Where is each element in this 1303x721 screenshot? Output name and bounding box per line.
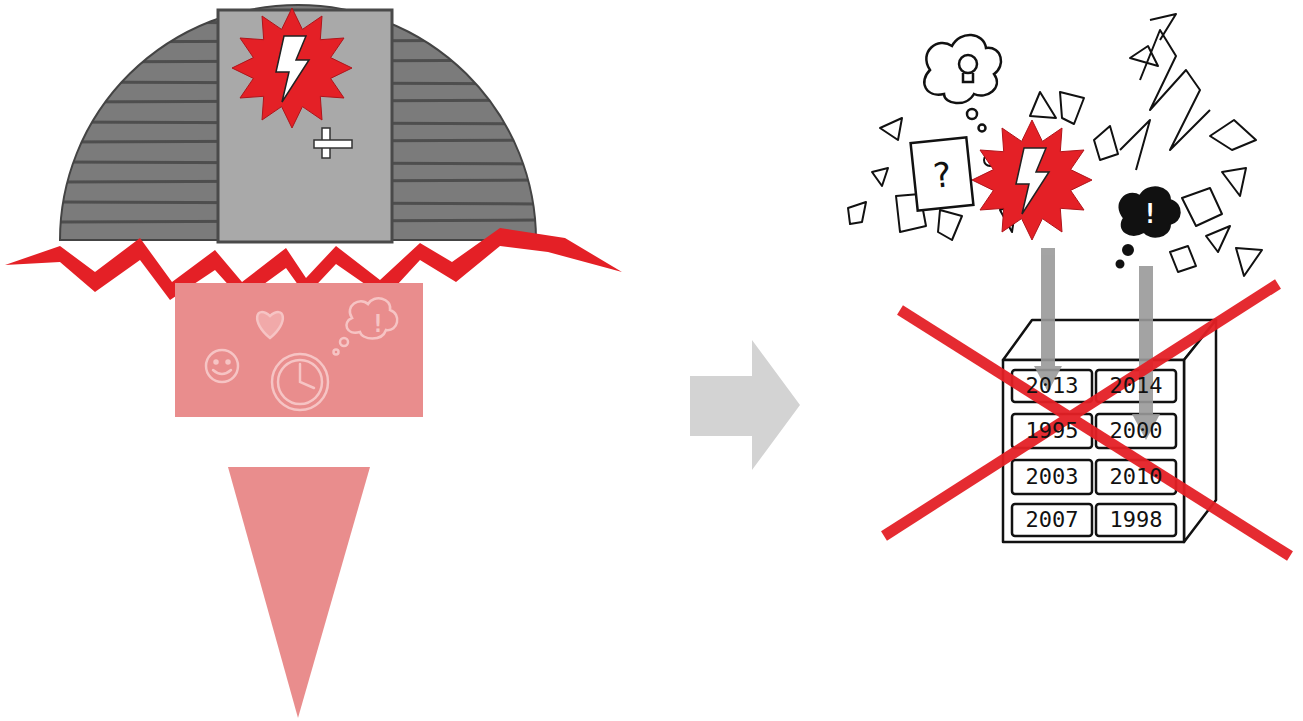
shock-burst	[232, 8, 352, 128]
year-label: 2013	[1012, 370, 1092, 402]
idea-bubble	[924, 35, 1001, 132]
year-label: 2000	[1096, 414, 1176, 448]
question-mark: ?	[918, 148, 967, 202]
cross-out	[884, 284, 1290, 556]
year-label: 2007	[1012, 504, 1092, 536]
year-label: 2010	[1096, 460, 1176, 494]
scribble-lines	[1120, 14, 1210, 170]
transition-arrow	[690, 340, 800, 470]
year-label: 1995	[1012, 414, 1092, 448]
exclamation-mark: !	[1130, 194, 1170, 234]
filing-cabinet	[1003, 320, 1216, 542]
question-card	[911, 137, 974, 210]
year-label: 2014	[1096, 370, 1176, 402]
year-label: 1998	[1096, 504, 1176, 536]
exclamation-mark: !	[358, 304, 398, 344]
memory-block	[175, 283, 423, 417]
shock-burst	[972, 120, 1092, 240]
year-label: 2003	[1012, 460, 1092, 494]
paper-scraps	[848, 46, 1262, 276]
dark-bubble	[1117, 187, 1180, 267]
downward-triangle	[228, 467, 370, 718]
